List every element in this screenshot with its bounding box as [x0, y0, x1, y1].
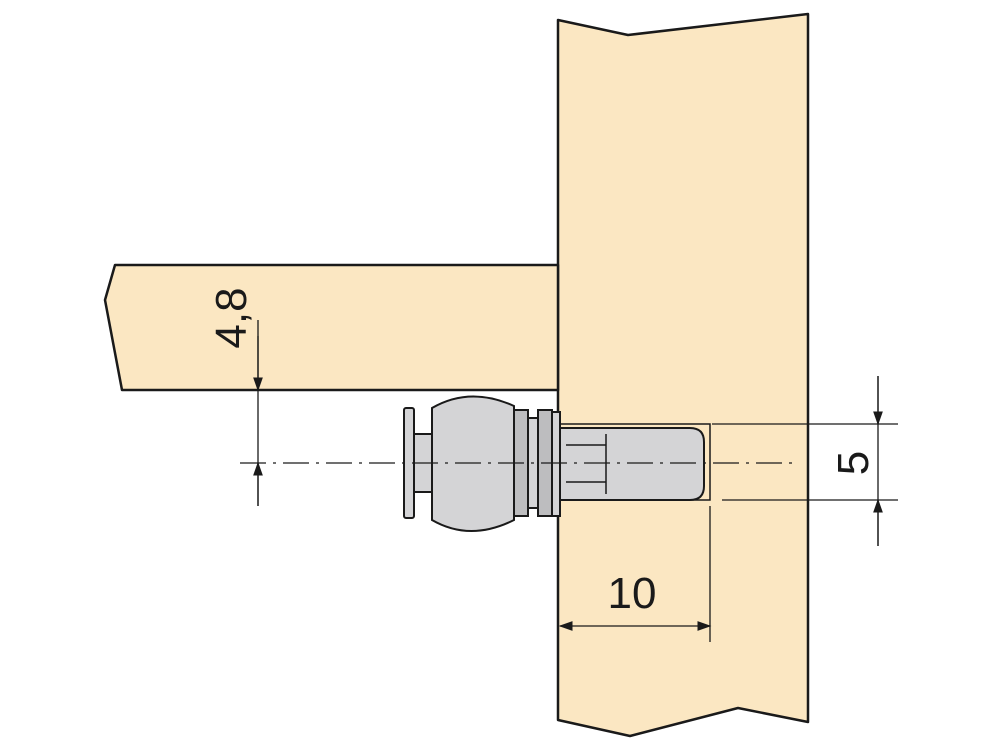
dimension-label-shelf-offset: 4,8: [207, 287, 256, 348]
dimension-label-drill-depth: 10: [608, 569, 657, 618]
dimension-hole-diameter: 5: [712, 376, 898, 546]
dimension-shelf-offset: 4,8: [207, 287, 263, 506]
shelf-board: [103, 263, 560, 392]
side-panel: [556, 12, 810, 738]
dimension-drill-depth: 10: [558, 506, 712, 642]
dimension-label-hole-diameter: 5: [829, 451, 878, 475]
